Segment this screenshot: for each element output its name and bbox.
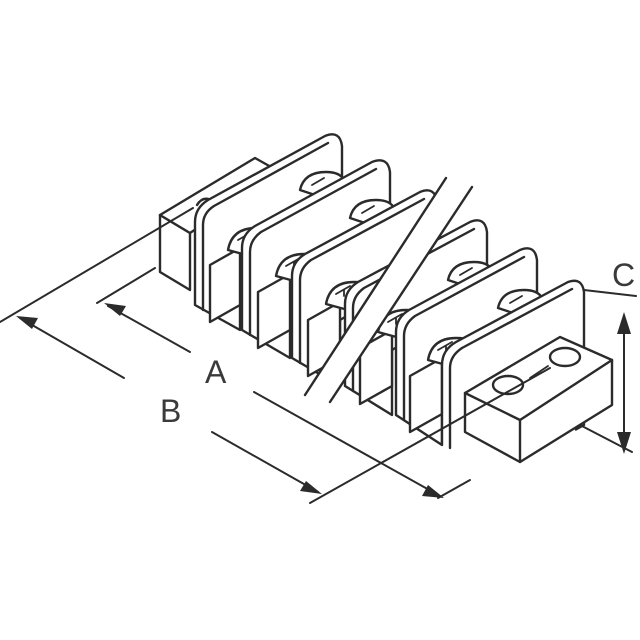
dimension-c [617,312,631,454]
mounting-hole-right [548,346,582,368]
dimension-label-c: C [612,257,635,293]
dimension-a [104,303,322,494]
mounting-hole-left [491,374,525,396]
right-mounting-block [463,335,614,464]
dimension-label-b: B [160,393,181,429]
dimension-b [16,316,444,498]
terminal-5 [408,288,544,434]
dimension-label-a: A [205,354,227,390]
break-lines [303,176,474,404]
